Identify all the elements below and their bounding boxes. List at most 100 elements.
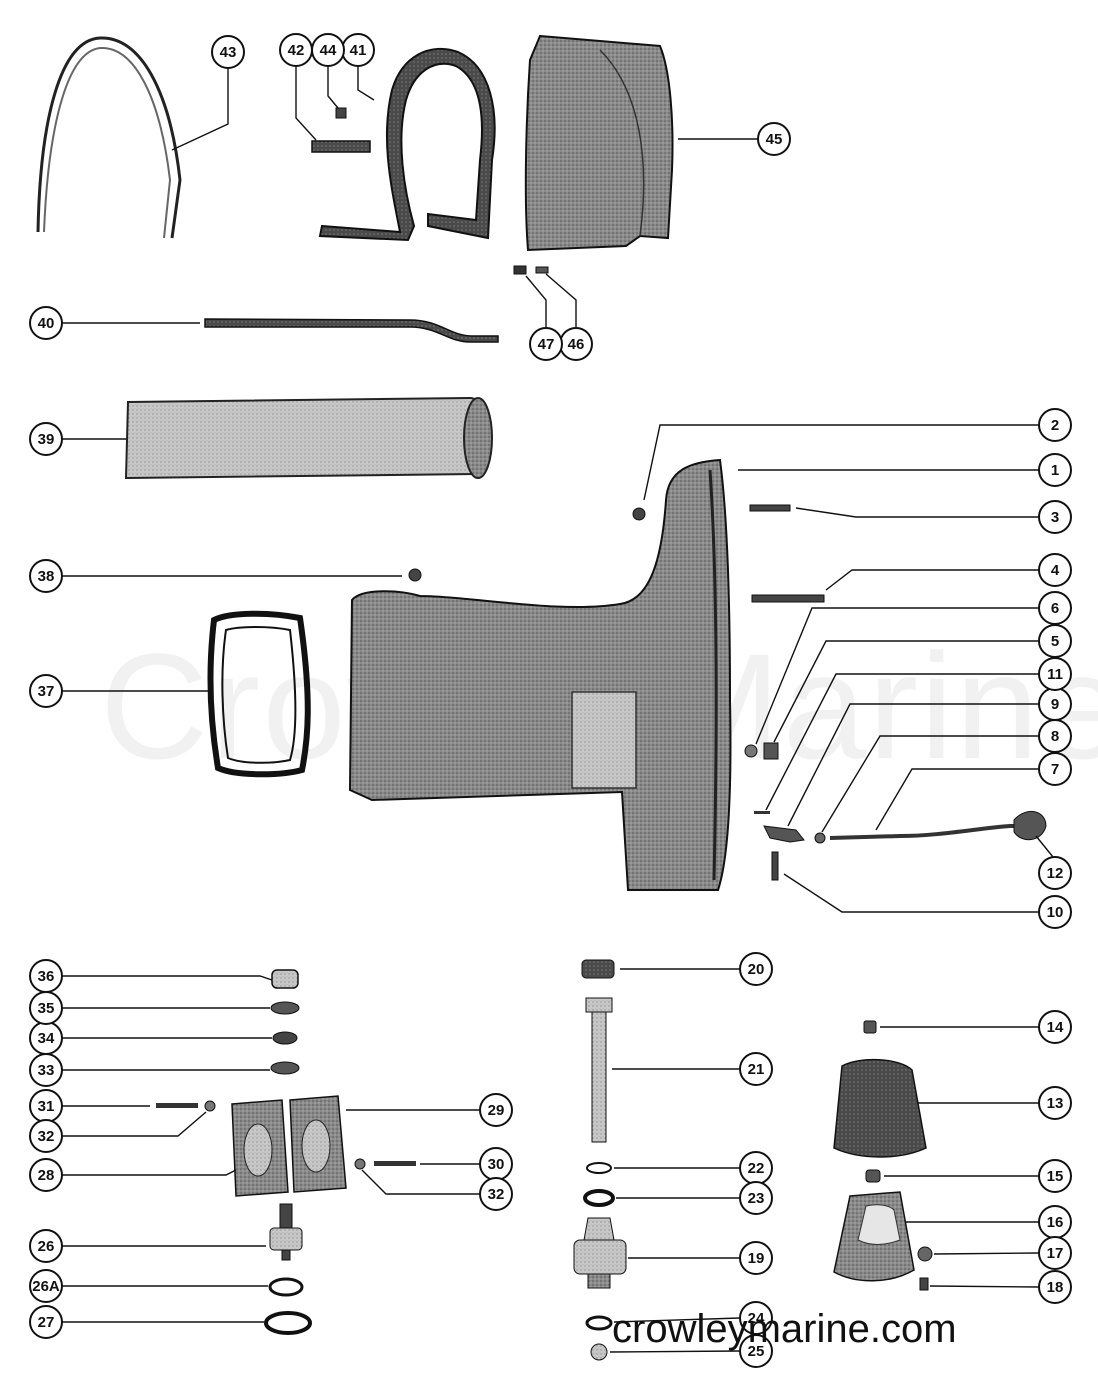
callout-circle — [1038, 500, 1072, 534]
part-40-rod — [204, 318, 499, 343]
callout-number: 31 — [38, 1098, 55, 1115]
callout-number: 9 — [1051, 696, 1059, 713]
part-7-link-rod — [829, 824, 1030, 840]
callout-37: 37 — [29, 674, 63, 708]
callout-21: 21 — [739, 1052, 773, 1086]
callout-1: 1 — [1038, 453, 1072, 487]
callout-number: 10 — [1047, 904, 1064, 921]
callout-2: 2 — [1038, 408, 1072, 442]
callout-28: 28 — [29, 1158, 63, 1192]
callout-circle — [29, 1229, 63, 1263]
callout-number: 17 — [1047, 1245, 1064, 1262]
callout-number: 43 — [220, 44, 237, 61]
callout-9: 9 — [1038, 687, 1072, 721]
part-26-fitting — [269, 1203, 303, 1261]
callout-23: 23 — [739, 1181, 773, 1215]
callout-7: 7 — [1038, 752, 1072, 786]
part-24-washer — [585, 1315, 613, 1331]
callout-34: 34 — [29, 1021, 63, 1055]
part-37-gasket — [207, 610, 311, 778]
callout-39: 39 — [29, 422, 63, 456]
callout-31: 31 — [29, 1089, 63, 1123]
callout-12: 12 — [1038, 856, 1072, 890]
part-5-bushing — [763, 742, 779, 760]
part-41-loop-bracket — [318, 47, 496, 242]
callout-number: 23 — [748, 1190, 765, 1207]
part-47-screw — [513, 265, 527, 275]
callout-number: 39 — [38, 431, 55, 448]
part-4-stud — [751, 594, 825, 603]
callout-32a: 32 — [29, 1119, 63, 1153]
callout-27: 27 — [29, 1305, 63, 1339]
callout-25: 25 — [739, 1334, 773, 1368]
callout-number: 32 — [488, 1186, 505, 1203]
callout-43: 43 — [211, 35, 245, 69]
callout-number: 6 — [1051, 600, 1059, 617]
callout-number: 21 — [748, 1061, 765, 1078]
callout-number: 32 — [38, 1128, 55, 1145]
part-1-drive-shaft-housing — [348, 458, 732, 891]
callout-number: 46 — [568, 336, 585, 353]
part-45-cover — [524, 34, 674, 252]
callout-38: 38 — [29, 559, 63, 593]
callout-number: 5 — [1051, 633, 1059, 650]
part-11-pin — [754, 811, 770, 814]
callout-number: 34 — [38, 1030, 55, 1047]
part-28-housing — [231, 1099, 289, 1197]
callout-circle — [1038, 553, 1072, 587]
callout-18: 18 — [1038, 1270, 1072, 1304]
callout-circle — [1038, 1236, 1072, 1270]
callout-circle — [29, 1269, 63, 1303]
part-12-knob — [1013, 811, 1047, 841]
callout-13: 13 — [1038, 1086, 1072, 1120]
callout-3: 3 — [1038, 500, 1072, 534]
callout-circle — [1038, 1159, 1072, 1193]
callout-number: 26 — [38, 1238, 55, 1255]
callout-number: 26A — [32, 1278, 60, 1295]
callout-number: 24 — [748, 1310, 765, 1327]
callout-19: 19 — [739, 1241, 773, 1275]
callout-number: 15 — [1047, 1168, 1064, 1185]
part-33-seal — [270, 1061, 300, 1075]
callout-number: 19 — [748, 1250, 765, 1267]
callout-number: 13 — [1047, 1095, 1064, 1112]
callout-number: 37 — [38, 683, 55, 700]
watermark-url: crowleymarine.com — [612, 1307, 957, 1351]
callout-number: 14 — [1047, 1019, 1064, 1036]
callout-number: 30 — [488, 1156, 505, 1173]
callout-circle — [479, 1093, 513, 1127]
part-10-screw — [771, 851, 779, 881]
callout-number: 36 — [38, 968, 55, 985]
callout-number: 27 — [38, 1314, 55, 1331]
callout-number: 29 — [488, 1102, 505, 1119]
leader-lines — [62, 52, 1054, 1353]
callout-33: 33 — [29, 1053, 63, 1087]
callout-number: 7 — [1051, 761, 1059, 778]
callout-circle — [1038, 408, 1072, 442]
callout-circle — [739, 952, 773, 986]
callout-circle — [739, 1334, 773, 1368]
callout-layer: 1234567891011121314151617181920212223242… — [29, 33, 1072, 1368]
callout-11: 11 — [1038, 657, 1072, 691]
part-29-housing — [289, 1095, 347, 1193]
callout-35: 35 — [29, 991, 63, 1025]
callout-circle — [1038, 895, 1072, 929]
part-46-screw — [535, 266, 549, 274]
part-13-cap — [833, 1058, 927, 1158]
callout-14: 14 — [1038, 1010, 1072, 1044]
part-15-grommet — [865, 1169, 881, 1183]
callout-44: 44 — [311, 33, 345, 67]
callout-8: 8 — [1038, 719, 1072, 753]
part-8-nut — [814, 832, 826, 844]
callout-20: 20 — [739, 952, 773, 986]
callout-6: 6 — [1038, 591, 1072, 625]
callout-circle — [311, 33, 345, 67]
callout-circle — [757, 122, 791, 156]
callout-number: 16 — [1047, 1214, 1064, 1231]
part-2-fitting — [632, 507, 646, 521]
callout-30: 30 — [479, 1147, 513, 1181]
callout-number: 2 — [1051, 417, 1059, 434]
callout-45: 45 — [757, 122, 791, 156]
callout-15: 15 — [1038, 1159, 1072, 1193]
